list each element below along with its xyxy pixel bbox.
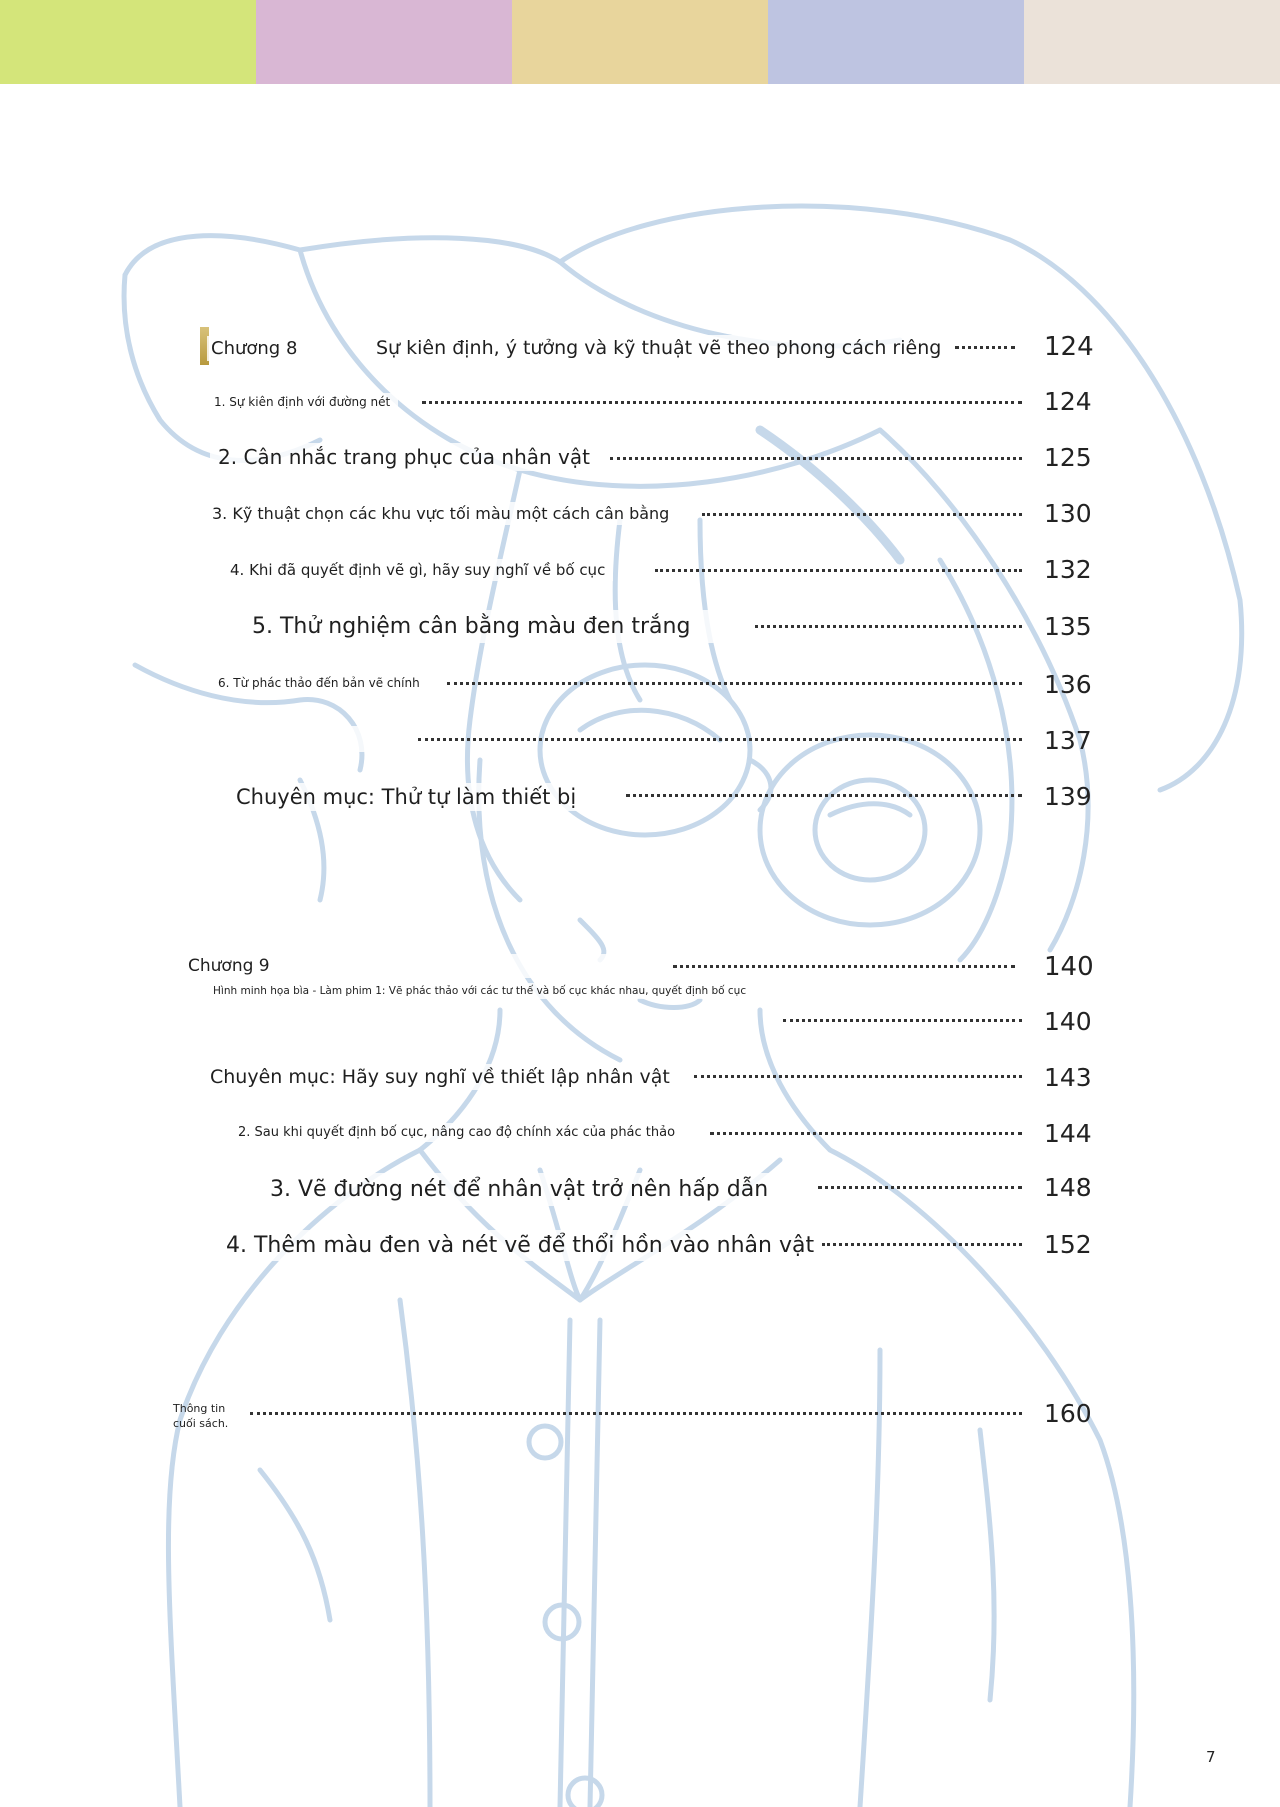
page-number: 148 xyxy=(1044,1173,1092,1202)
page-number: 124 xyxy=(1044,332,1094,362)
dot-leader xyxy=(694,1075,1022,1078)
swatch-blue xyxy=(768,0,1024,84)
page-number: 139 xyxy=(1044,782,1092,811)
page-number: 160 xyxy=(1044,1399,1092,1428)
entry-text: 5. Thử nghiệm cân bằng màu đen trắng xyxy=(196,610,747,643)
swatch-green xyxy=(0,0,256,84)
dot-leader xyxy=(626,794,1022,797)
entry-text: 3. Vẽ đường nét để nhân vật trở nên hấp … xyxy=(198,1173,833,1206)
entry-text: 3. Kỹ thuật chọn các khu vực tối màu một… xyxy=(204,502,678,525)
dot-leader xyxy=(755,625,1022,628)
swatch-beige xyxy=(1024,0,1280,84)
dot-leader xyxy=(610,457,1022,460)
chapter-label: Chương 9 xyxy=(180,954,666,978)
dot-leader xyxy=(818,1186,1022,1189)
dot-leader xyxy=(422,401,1022,404)
page-number: 125 xyxy=(1044,443,1092,472)
chapter-label: Chương 8 xyxy=(207,336,302,361)
page-number: 136 xyxy=(1044,670,1092,699)
page-number: 140 xyxy=(1044,1007,1092,1036)
end-info-line2: cuối sách. xyxy=(173,1417,229,1430)
page-number: 144 xyxy=(1044,1119,1092,1148)
entry-text: 1. Sự kiên định với đường nét xyxy=(206,393,399,411)
page-number: 143 xyxy=(1044,1063,1092,1092)
page-footer-number: 7 xyxy=(1206,1748,1216,1766)
dot-leader xyxy=(673,965,1015,968)
dot-leader xyxy=(447,682,1022,685)
page-number: 130 xyxy=(1044,499,1092,528)
entry-text: 6. Từ phác thảo đến bản vẽ chính xyxy=(210,674,428,692)
entry-text: 4. Thêm màu đen và nét vẽ để thổi hồn và… xyxy=(196,1230,829,1261)
page-number: 140 xyxy=(1044,952,1094,982)
swatch-pink xyxy=(256,0,512,84)
page-number: 137 xyxy=(1044,726,1092,755)
entry-text: 2. Cân nhắc trang phục của nhân vật xyxy=(210,443,598,471)
entry-text xyxy=(206,726,392,752)
entry-text: 2. Sau khi quyết định bố cục, nâng cao đ… xyxy=(230,1123,704,1142)
entry-text: 4. Khi đã quyết định vẽ gì, hãy suy nghĩ… xyxy=(222,559,614,581)
dot-leader xyxy=(955,346,1015,349)
dot-leader xyxy=(655,569,1022,572)
dot-leader xyxy=(702,513,1022,516)
chapter-title: Sự kiên định, ý tưởng và kỹ thuật vẽ the… xyxy=(368,335,950,361)
page-number: 132 xyxy=(1044,555,1092,584)
page-number: 152 xyxy=(1044,1230,1092,1259)
dot-leader xyxy=(250,1412,1022,1415)
entry-text: Chuyên mục: Thử tự làm thiết bị xyxy=(228,783,585,811)
chapter-marker xyxy=(200,327,209,365)
dot-leader xyxy=(822,1243,1022,1246)
dot-leader xyxy=(783,1019,1022,1022)
page-number: 124 xyxy=(1044,387,1092,416)
end-info-line1: Thông tin xyxy=(173,1402,226,1415)
dot-leader xyxy=(710,1132,1022,1135)
swatch-yellow xyxy=(512,0,768,84)
entry-text: Chuyên mục: Hãy suy nghĩ về thiết lập nh… xyxy=(202,1064,678,1090)
entry-subtitle: Hình minh họa bìa - Làm phim 1: Vẽ phác … xyxy=(205,983,755,999)
page-number: 135 xyxy=(1044,612,1092,641)
dot-leader xyxy=(418,738,1022,741)
header-color-strip xyxy=(0,0,1280,84)
